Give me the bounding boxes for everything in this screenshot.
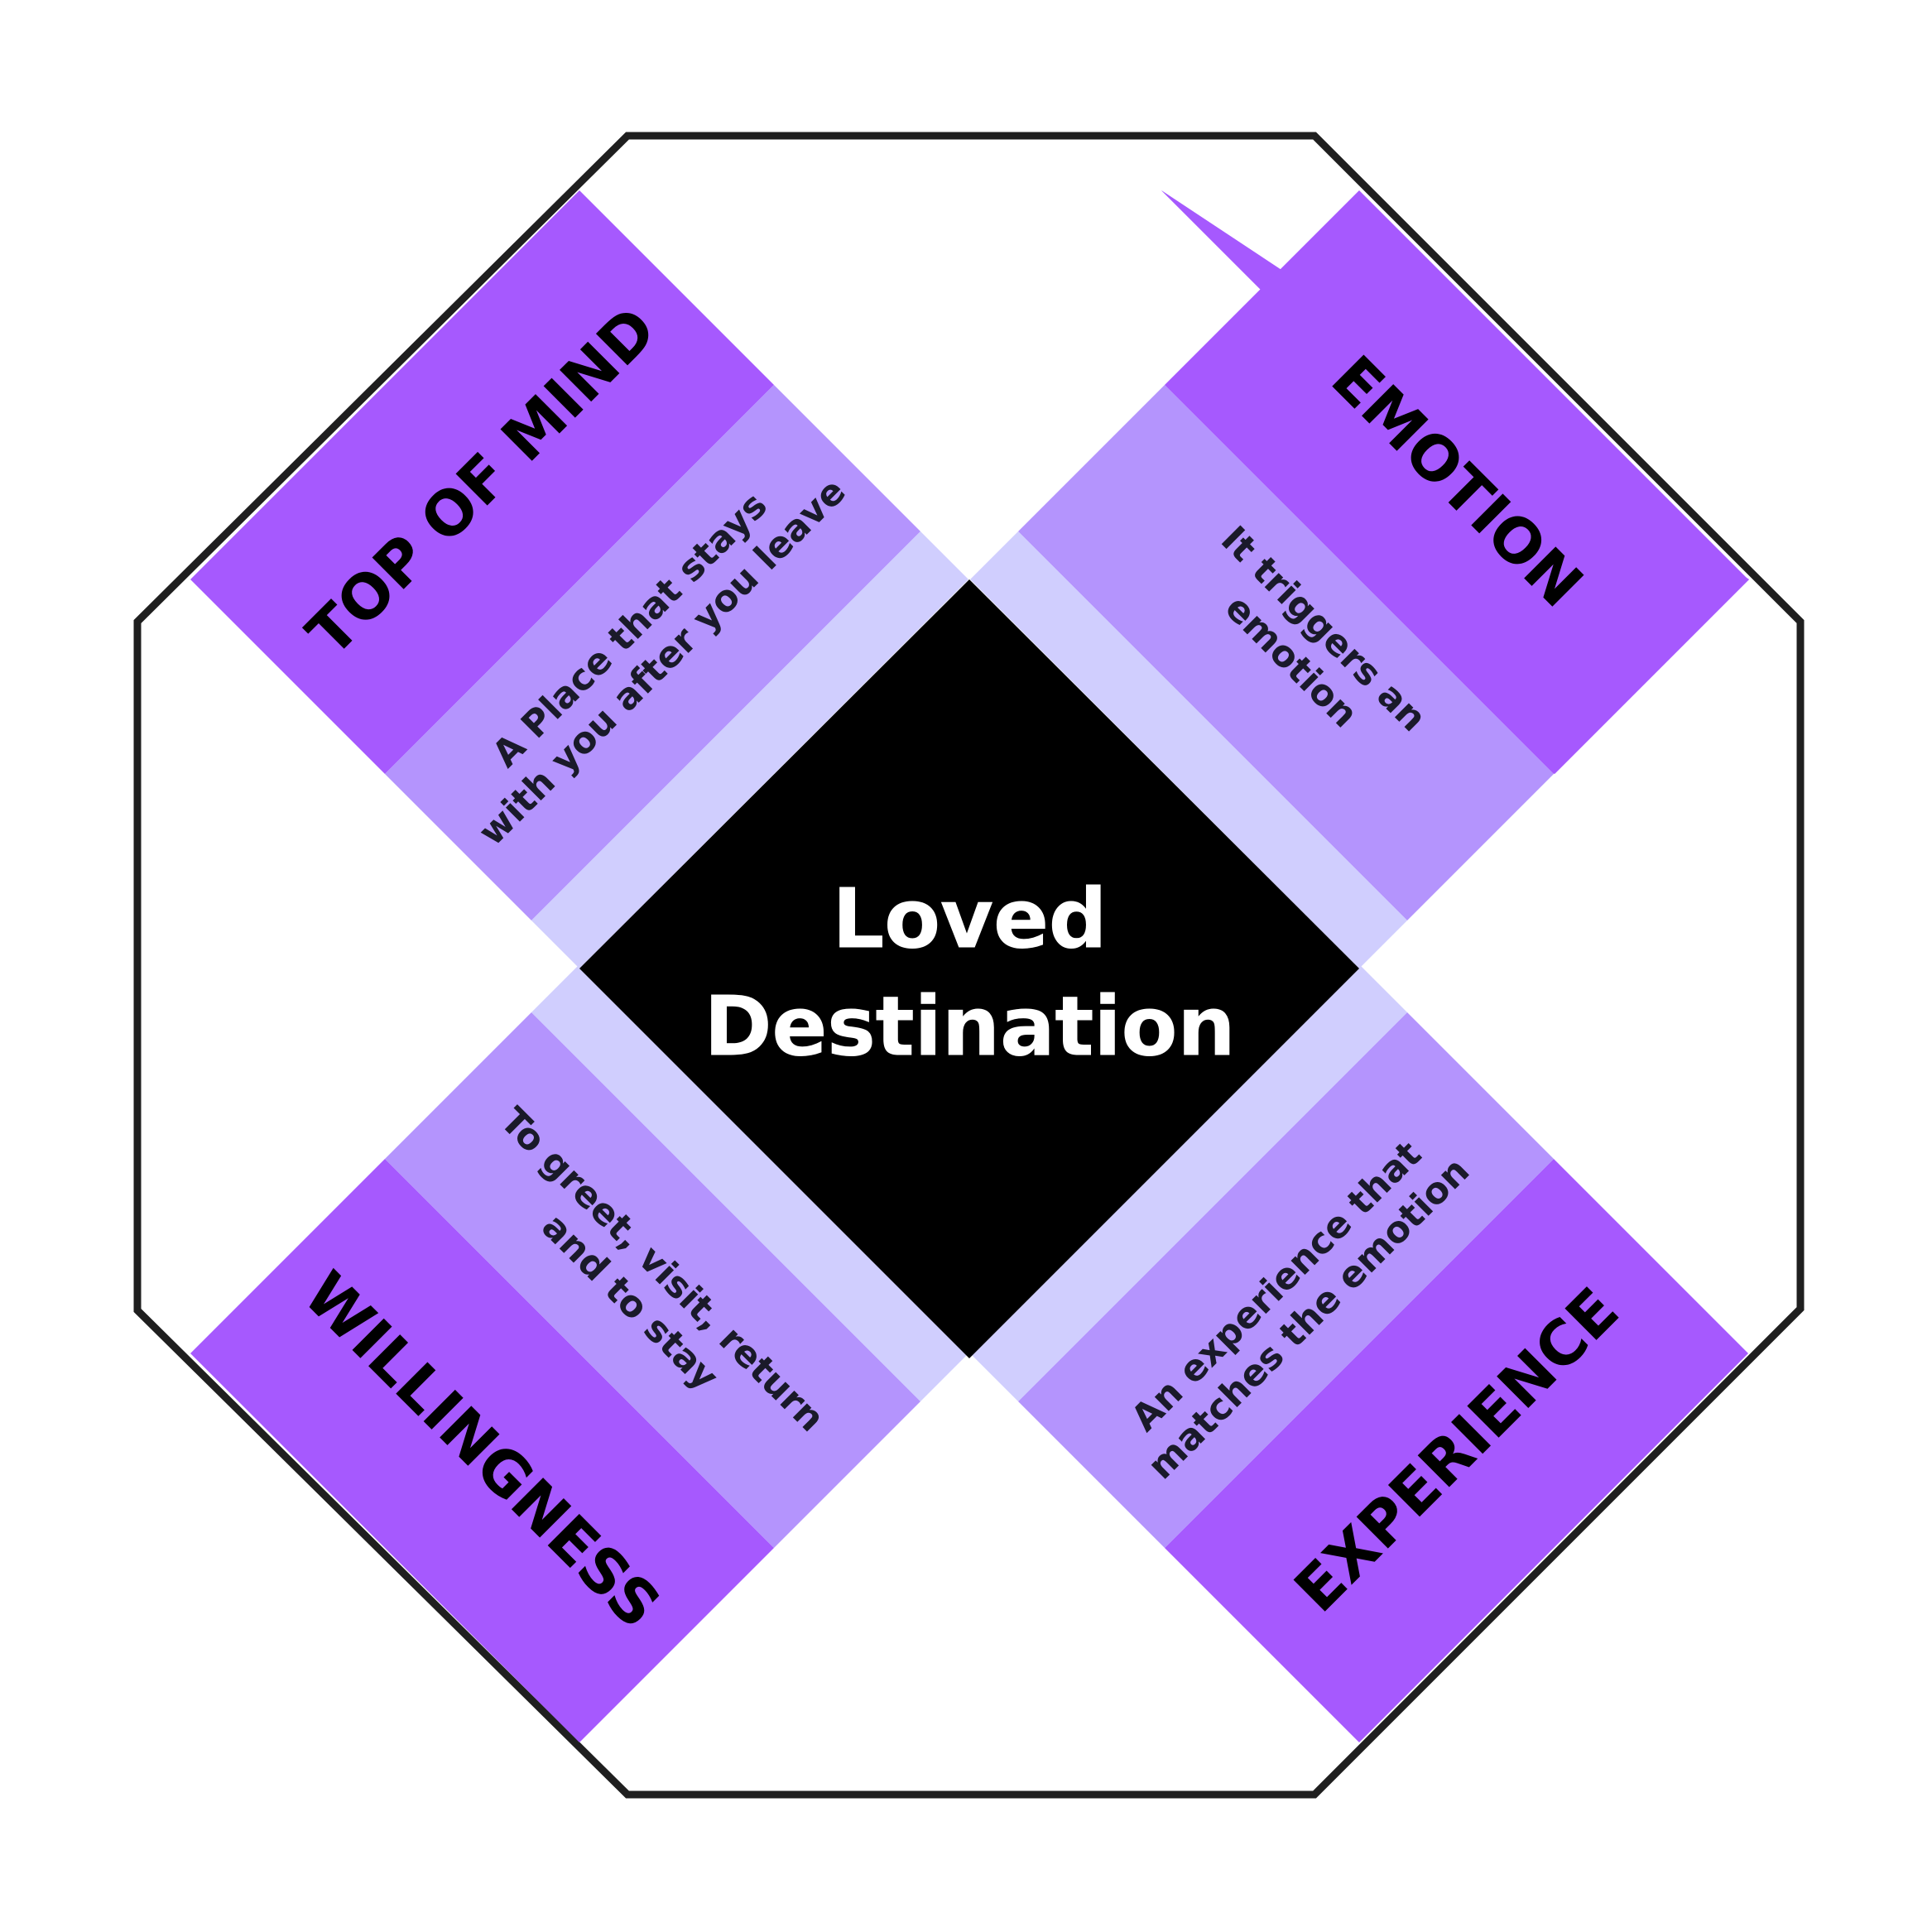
willingness-inner-band (531, 964, 968, 1401)
willingness-outer-band (190, 1159, 774, 1742)
arm-experience: EXPERIENCE An experience that matches th… (970, 964, 1748, 1742)
center-label-line2: Destination (704, 978, 1235, 1075)
experience-middle-band (1018, 1012, 1554, 1548)
top-of-mind-outer-band (190, 190, 774, 774)
arm-emotion: EMOTION It triggers an emotion (970, 190, 1749, 968)
arm-top-of-mind: TOP OF MIND A Place that stays with you … (190, 190, 968, 968)
center-diamond (579, 579, 1359, 1358)
top-of-mind-inner-band (531, 531, 968, 968)
center-label-line1: Loved (832, 871, 1107, 968)
experience-inner-band (970, 964, 1407, 1401)
willingness-middle-band (385, 1012, 920, 1548)
emotion-middle-band (1018, 385, 1554, 920)
top-of-mind-middle-band (385, 385, 920, 920)
emotion-inner-band (970, 531, 1407, 968)
emotion-outer-band-main (1165, 190, 1748, 774)
experience-outer-band (1165, 1159, 1748, 1742)
